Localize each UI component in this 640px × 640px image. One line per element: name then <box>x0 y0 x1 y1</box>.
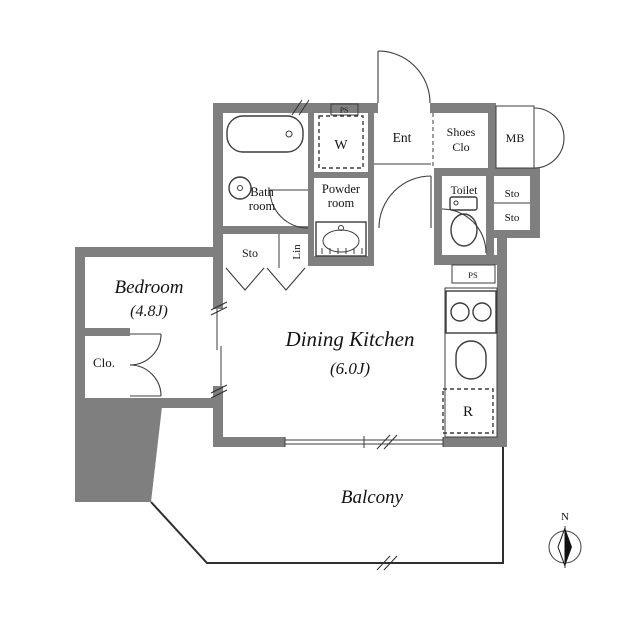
washer-space <box>318 115 364 169</box>
entrance-label: Ent <box>393 130 412 145</box>
wall-segment <box>434 168 540 176</box>
bathroom-label-line1: Bath <box>250 185 274 199</box>
wall-segment <box>213 386 223 447</box>
meter-box-label: MB <box>506 131 525 145</box>
wall-segment <box>213 103 378 113</box>
walls <box>75 103 540 502</box>
powder-room-label-line1: Powder <box>322 182 361 196</box>
compass <box>548 526 582 568</box>
storage-hall-label: Sto <box>242 246 258 260</box>
sliding-door <box>216 309 222 386</box>
wall-segment <box>488 103 496 168</box>
wall-segment <box>75 247 85 403</box>
shoes-closet-label-line1: Shoes <box>447 125 476 139</box>
ps-box-mid <box>451 264 496 284</box>
mb-doors <box>533 107 565 169</box>
wall-segment <box>308 113 314 262</box>
kitchen-sink <box>455 340 487 380</box>
wall-segment <box>308 256 374 266</box>
ps-box-top <box>330 103 359 116</box>
wall-segment <box>368 113 374 262</box>
bath-sink <box>228 176 252 200</box>
bathroom-label-line2: room <box>249 199 276 213</box>
pipe-space-top-label: PS <box>340 106 348 115</box>
storage-right-top-label: Sto <box>505 188 520 200</box>
toilet-fixture <box>449 196 478 247</box>
wall-segment <box>314 172 368 178</box>
entrance-door <box>377 50 431 104</box>
storage-right-bottom-label: Sto <box>505 212 520 224</box>
powder-vanity <box>315 221 367 257</box>
wall-segment <box>75 247 223 257</box>
mb-box <box>495 105 535 169</box>
wall-segment <box>443 437 507 447</box>
stove <box>445 290 497 334</box>
compass-north-label: N <box>561 511 569 523</box>
wall-segment <box>486 230 540 238</box>
refrigerator-space <box>442 388 494 434</box>
wall-segment <box>213 247 223 309</box>
washer-label: W <box>334 138 348 153</box>
wall-wedge <box>75 398 163 502</box>
burner-left <box>450 302 470 322</box>
bifold-closet-doors <box>225 267 306 291</box>
linen-label: Lin <box>291 244 303 260</box>
balcony-window <box>284 436 444 448</box>
closet-label: Clo. <box>93 355 115 370</box>
bedroom-label: Bedroom <box>115 277 184 298</box>
shoes-closet-label-line2: Clo <box>452 140 469 154</box>
wall-segment <box>160 398 223 408</box>
wall-segment <box>213 437 285 447</box>
burner-right <box>472 302 492 322</box>
closet-doors <box>129 333 162 397</box>
wall-segment <box>530 168 540 238</box>
wall-segment <box>434 255 507 265</box>
wall-segment <box>434 168 442 265</box>
balcony-rail <box>150 447 504 564</box>
wall-segment <box>430 103 492 113</box>
compass-needle <box>565 528 572 566</box>
bedroom-size-label: (4.8J) <box>130 303 168 320</box>
powder-room-label-line2: room <box>328 196 355 210</box>
wall-segment <box>75 328 130 336</box>
wall-segment <box>213 103 223 257</box>
pipe-space-mid-label: PS <box>468 270 478 280</box>
wall-segment <box>497 238 507 447</box>
dining-kitchen-label: Dining Kitchen <box>285 327 415 351</box>
hall-door <box>378 175 432 229</box>
balcony-label: Balcony <box>341 487 404 508</box>
toilet-label: Toilet <box>451 185 478 197</box>
refrigerator-label: R <box>463 404 473 420</box>
bathroom-door <box>269 189 309 229</box>
wall-segment <box>223 226 308 234</box>
dimension-ticks <box>210 99 398 571</box>
dining-kitchen-size-label: (6.0J) <box>330 359 370 378</box>
wall-segment <box>486 176 494 255</box>
compass-needle-white <box>557 527 566 567</box>
bathtub <box>226 115 304 153</box>
kitchen-counter <box>442 287 498 438</box>
